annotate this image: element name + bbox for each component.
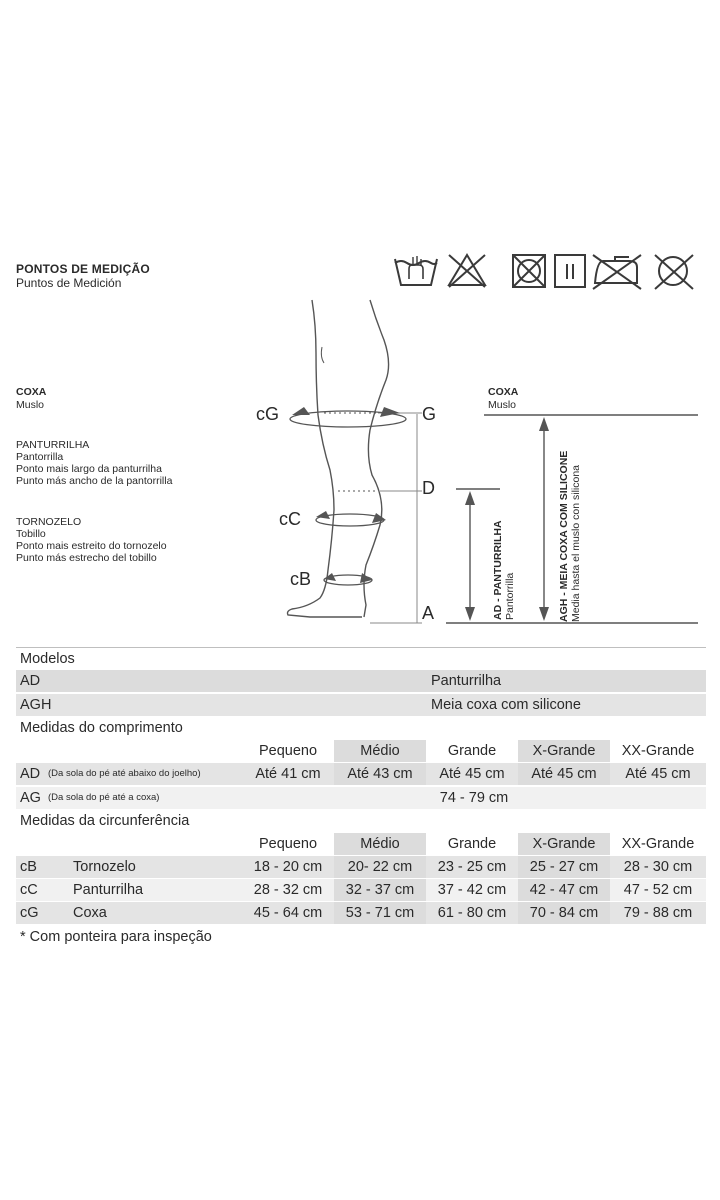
legend-coxa-pt: COXA [16, 386, 47, 398]
circ-value: 70 - 84 cm [518, 902, 610, 924]
circ-value: 79 - 88 cm [623, 905, 693, 921]
circ-row: cC Panturrilha 28 - 32 cm 32 - 37 cm 37 … [16, 879, 706, 901]
legend-panturrilha-es: Pantorrilla [16, 451, 64, 463]
circ-size-header: Pequeno Médio Grande X-Grande XX-Grande [16, 833, 706, 855]
do-not-bleach-icon [447, 253, 487, 288]
legend-tornozelo-pt: TORNOZELO [16, 516, 82, 528]
legend-panturrilha-desc-pt: Ponto mais largo da panturrilha [16, 463, 162, 475]
size-header: XX-Grande [621, 743, 695, 759]
length-span-value: 74 - 79 cm [439, 790, 509, 806]
length-value: Até 43 cm [334, 763, 426, 785]
size-header: Médio [334, 833, 426, 855]
circ-value: 61 - 80 cm [437, 905, 507, 921]
circ-row: cG Coxa 45 - 64 cm 53 - 71 cm 61 - 80 cm… [16, 902, 706, 924]
model-name: Meia coxa com silicone [431, 697, 581, 713]
models-title-row: Modelos [16, 648, 706, 670]
drip-dry-icon [554, 254, 586, 288]
label-G: G [422, 404, 437, 424]
care-icons [394, 253, 694, 290]
length-value: Até 41 cm [255, 766, 321, 782]
model-row: AD Panturrilha [16, 670, 706, 692]
circ-value: 42 - 47 cm [518, 879, 610, 901]
leg-outline-front [363, 299, 390, 618]
leg-diagram [286, 299, 698, 624]
circ-title-row: Medidas da circunferência [16, 810, 706, 832]
do-not-dry-clean-icon [654, 254, 694, 290]
do-not-iron-icon [592, 254, 642, 290]
label-cG: cG [256, 404, 280, 424]
row-code: cC [20, 882, 38, 898]
length-value: Até 45 cm [625, 766, 691, 782]
legend-tornozelo-es: Tobillo [16, 528, 46, 540]
models-title: Modelos [20, 651, 75, 667]
length-value: Até 45 cm [518, 763, 610, 785]
circ-value: 20- 22 cm [334, 856, 426, 878]
size-header: Médio [334, 740, 426, 762]
wash-by-hand-icon [394, 256, 438, 286]
model-code: AD [20, 673, 41, 689]
agh-sub: Media hasta el muslo con silicona [570, 465, 582, 622]
circ-value: 25 - 27 cm [518, 856, 610, 878]
size-header: Pequeno [258, 836, 318, 852]
length-size-header: Pequeno Médio Grande X-Grande XX-Grande [16, 740, 706, 762]
page-title: PONTOS DE MEDIÇÃO [16, 262, 150, 276]
label-A: A [422, 603, 435, 623]
circ-value: 37 - 42 cm [437, 882, 507, 898]
page-subtitle: Puntos de Medición [16, 276, 122, 290]
diagram-coxa-es: Muslo [488, 399, 517, 411]
size-header: Pequeno [258, 743, 318, 759]
size-header: XX-Grande [621, 836, 695, 852]
circ-value: 18 - 20 cm [253, 859, 323, 875]
circ-title: Medidas da circunferência [20, 813, 190, 829]
length-row: AG (Da sola do pé até a coxa) 74 - 79 cm [16, 787, 706, 809]
circ-value: 53 - 71 cm [334, 902, 426, 924]
label-cC: cC [279, 509, 301, 529]
circ-value: 28 - 30 cm [623, 859, 693, 875]
legend-coxa-es: Muslo [16, 399, 45, 411]
row-code: cG [20, 905, 39, 921]
model-name: Panturrilha [431, 673, 502, 689]
legend-tornozelo-desc-es: Punto más estrecho del tobillo [16, 552, 157, 564]
footnote: * Com ponteira para inspeção [20, 929, 212, 945]
divider [16, 647, 706, 648]
label-cB: cB [290, 569, 312, 589]
circ-value: 32 - 37 cm [334, 879, 426, 901]
circ-value: 45 - 64 cm [253, 905, 323, 921]
do-not-tumble-dry-icon [512, 254, 546, 288]
legend-panturrilha-desc-es: Punto más ancho de la pantorrilla [16, 475, 173, 487]
label-D: D [422, 478, 435, 498]
row-code: AG [20, 790, 41, 806]
agh-label: AGH - MEIA COXA COM SILICONE [558, 450, 570, 622]
circ-value: 23 - 25 cm [437, 859, 507, 875]
model-code: AGH [20, 697, 52, 713]
size-header: X-Grande [518, 833, 610, 855]
length-title-row: Medidas do comprimento [16, 717, 706, 739]
row-name: Tornozelo [73, 859, 136, 875]
ad-sub: Pantorrilla [504, 572, 516, 620]
model-row: AGH Meia coxa com silicone [16, 694, 706, 716]
length-row: AD (Da sola do pé até abaixo do joelho) … [16, 763, 706, 785]
diagram-coxa-pt: COXA [488, 386, 519, 398]
legend-tornozelo-desc-pt: Ponto mais estreito do tornozelo [16, 540, 167, 552]
circ-value: 28 - 32 cm [253, 882, 323, 898]
size-header: Grande [447, 836, 497, 852]
ad-label: AD - PANTURRILHA [492, 520, 504, 620]
size-header: X-Grande [518, 740, 610, 762]
leg-outline-back [286, 299, 362, 618]
row-code: cB [20, 859, 37, 875]
size-header: Grande [447, 743, 497, 759]
length-title: Medidas do comprimento [20, 720, 183, 736]
row-code: AD [20, 766, 41, 782]
circ-row: cB Tornozelo 18 - 20 cm 20- 22 cm 23 - 2… [16, 856, 706, 878]
row-name: Coxa [73, 905, 107, 921]
circ-value: 47 - 52 cm [623, 882, 693, 898]
length-value: Até 45 cm [439, 766, 505, 782]
legend-panturrilha-pt: PANTURRILHA [16, 439, 90, 451]
row-desc: (Da sola do pé até abaixo do joelho) [48, 768, 201, 779]
row-desc: (Da sola do pé até a coxa) [48, 792, 160, 803]
row-name: Panturrilha [73, 882, 144, 898]
